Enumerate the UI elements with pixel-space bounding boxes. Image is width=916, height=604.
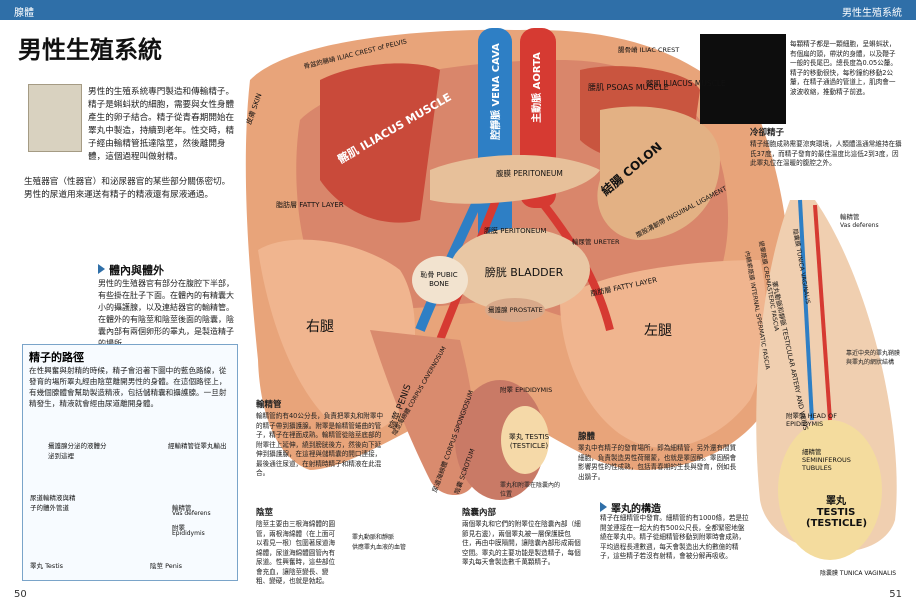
caption-gland-title: 腺體 [578,432,596,442]
caption-scrotum-title: 陰囊內部 [462,508,497,518]
bladder-shape [450,228,590,312]
caption-vas-en: Vas deferens [840,222,879,229]
label-iliacus-r: 髂肌 ILIACUS MUSCLE [646,79,726,88]
page-title: 男性生殖系統 [18,36,162,64]
caption-testis: 精子在細精管中發育。細精管約有1000條，若是拉開並連接在一起大約有500公尺長… [600,514,749,560]
cord-shape [798,199,814,421]
peritoneum-shape [430,155,600,204]
label-bladder: 膀胱 BLADDER [484,266,564,279]
header-right: 男性生殖系統 [842,8,902,19]
caption-blood-zh: 睪丸動脈和靜脈 [352,534,395,541]
label-right-leg: 右腿 [306,319,334,335]
label-testis-r: 睪丸 TESTIS (TESTICLE) [806,496,868,529]
section-inside-heading: 體內與體外 [98,262,164,278]
label-ureter: 輸尿管 URETER [572,238,620,246]
label-prostate: 攝護腺 PROSTATE [488,306,543,314]
caption-blood: 供應睪丸血液的血管 [352,544,407,551]
label-testis: 睪丸 TESTIS (TESTICLE) [508,433,550,450]
label-aorta: 主動脈 AORTA [531,52,543,123]
penis-shape [370,330,477,495]
label-psoas: 腰肌 PSOAS MUSCLE [588,83,669,92]
iliacus-l [320,63,440,223]
label-semi: 細精管 SEMINIFEROUS TUBULES [802,448,851,472]
path-label-c: 尿道輸精液與精子的體外管道 [30,494,76,512]
caption-right-side: 靠近中央的睪丸鞘膜與睪丸的網狀結構 [846,350,901,366]
caption-penis: 陰莖主要由三根海綿體的圓管，兩根海綿體（在上面可以看見一根）包圍著尿道海綿體，尿… [256,520,336,585]
caption-scrotum: 兩個睪丸和它們的附睪位在陰囊內部（細節見右邊），兩個睪丸被一層保護膜包住，再由中… [462,520,581,566]
sperm-path-box: 精子的路徑 在性興奮與射精的時候，精子會沿著下圖中的藍色路線，從發育的場所睪丸經… [22,344,238,581]
pubic-shape [412,256,468,304]
caption-cold: 精子細胞成熟需要涼爽環境，人類體溫通常維持在攝氏37度，而精子發育的最佳溫度比這… [750,140,902,167]
path-label-epi-zh: 附睪 [172,524,185,532]
play-icon [98,264,105,274]
path-label-a: 攝護腺分泌的液體分泌到這裡 [48,442,107,460]
page-number-right: 51 [889,589,902,600]
testis-structure-heading: 睪丸的構造 [600,500,661,515]
testis-detail-inner [778,420,882,560]
label-head-epi: 附睪頭 HEAD OF EPIDIDYMIS [786,412,837,428]
caption-gland: 睪丸中有精子的發育場所，即為細精管，另外還有間質細胞，負責製造男性荷爾蒙，也就是… [578,444,737,481]
label-epididymis: 附睪 EPIDIDYMIS [500,386,553,394]
colon-shape [597,106,720,240]
intro-paragraph: 男性的生殖系統專門製造和傳輸精子。精子是蝌蚪狀的細胞，需要與女性身體產生的卵子結… [88,87,235,162]
label-peritoneum-1: 腹膜 PERITONEUM [496,169,563,178]
label-vena-cava: 腔靜脈 VENA CAVA [490,43,502,140]
caption-cold-title: 冷卻精子 [750,128,785,138]
sperm-path-text: 在性興奮與射精的時候，精子會沿著下圖中的藍色路線，從發育的場所睪丸經由陰莖離開男… [29,366,227,408]
label-fatty-l: 脂肪層 FATTY LAYER [276,201,344,209]
cord-shape2 [813,204,832,421]
label-left-leg: 左腿 [644,323,672,339]
section-inside-title: 體內與體外 [109,264,164,277]
caption-penis-title: 陰莖 [256,508,274,518]
sperm-micrograph [700,34,786,124]
play-icon-2 [600,502,607,512]
testis-shape [501,406,549,474]
path-label-vas-en: Vas deferens [172,510,211,517]
testis-structure-title: 睪丸的構造 [611,504,661,515]
header-left: 腺體 [14,8,34,19]
label-tunica-r: 陰囊膜 TUNICA VAGINALIS [820,570,897,577]
caption-vas-zh: 輸精管 [840,213,860,221]
caption-vas: 輸精管約有40公分長，負責把睪丸和附睪中的精子帶到攝護腺。附睪是輸精管蜷曲的管子… [256,412,384,477]
path-label-epi-en: Epididymis [172,530,205,537]
caption-sperm: 每顆精子都是一顆細胞，呈蝌蚪狀，有個扁的頭，帶狀的身體，以及鞭子一般的長尾巴。總… [790,40,897,96]
path-label-penis: 陰莖 Penis [150,562,183,570]
sperm-path-title: 精子的路徑 [29,351,84,364]
label-pubic: 恥骨 PUBIC BONE [420,271,458,288]
intro-paragraph-2: 生殖器官（性器官）和泌尿器官的某些部分關係密切。男性的尿道用來運送有精子的精液還… [24,177,231,200]
intro-thumbnail [28,84,82,152]
page-number-left: 50 [14,589,27,600]
page-header: 腺體 男性生殖系統 [0,0,916,20]
caption-pointer: 睪丸和附睪在陰囊內的位置 [500,482,561,498]
label-peritoneum-2: 腹膜 PERITONEUM [484,227,547,235]
prostate-shape [485,298,545,322]
label-iliac-crest-r: 腸骨嵴 ILIAC CREST [618,46,680,54]
path-label-testis: 睪丸 Testis [30,562,64,570]
caption-vas-title: 輸精管 [256,400,282,410]
path-label-vas-zh: 輸精管 [172,504,192,512]
path-label-b: 經輸精管從睪丸輸出 [168,442,227,450]
left-leg [560,260,767,448]
section-inside-text: 男性的生殖器官有部分在腹腔下半部，有些掛在肚子下面。在體內的有精囊大小的攝護腺，… [98,279,234,348]
right-leg [258,239,415,434]
